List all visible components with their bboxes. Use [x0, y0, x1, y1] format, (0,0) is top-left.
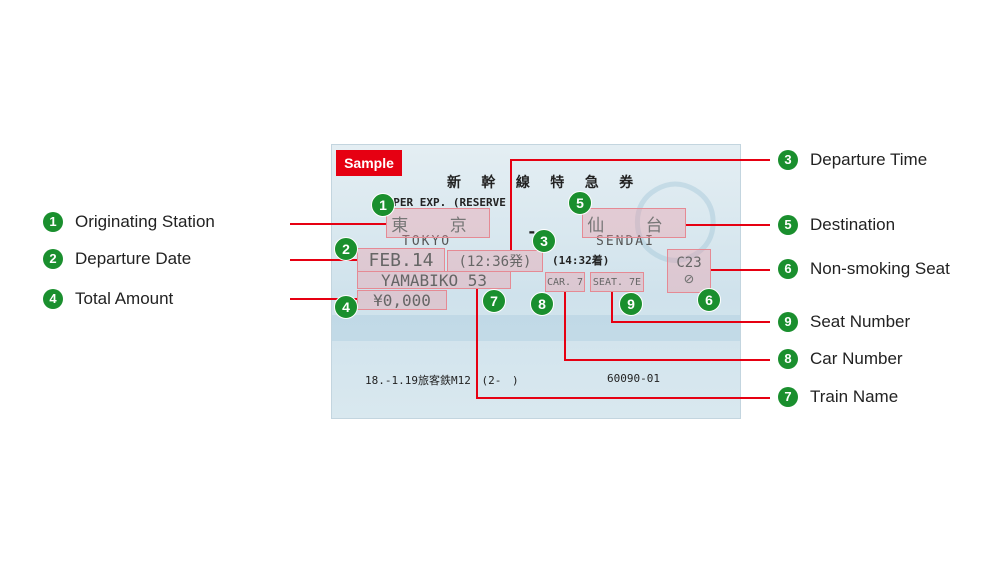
- ticket-image: ◯: [331, 144, 741, 419]
- callout-originating-station: 1 Originating Station: [43, 212, 215, 232]
- departure-time-box: (12:36発): [447, 250, 543, 272]
- line-departure-time: [510, 159, 770, 250]
- arrival-time: (14:32着): [552, 254, 610, 267]
- sample-badge: Sample: [336, 150, 402, 176]
- label-departure-time: Departure Time: [810, 150, 928, 169]
- badge-8-on-ticket: 8: [530, 292, 554, 316]
- car-number-box: CAR. 7: [545, 272, 585, 292]
- route-dash: -: [527, 222, 537, 241]
- badge-2-on-ticket: 2: [334, 237, 358, 261]
- badge-3-on-ticket: 3: [532, 229, 556, 253]
- badge-1-on-ticket: 1: [371, 193, 395, 217]
- label-total-amount: Total Amount: [75, 289, 174, 308]
- badge-9: 9: [778, 312, 798, 332]
- train-name-box: YAMABIKO 53: [357, 271, 511, 290]
- badge-5: 5: [778, 215, 798, 235]
- line-seat-number: [611, 292, 770, 323]
- callout-departure-date: 2 Departure Date: [43, 249, 191, 269]
- badge-4-on-ticket: 4: [334, 295, 358, 319]
- label-car-number: Car Number: [810, 349, 903, 368]
- badge-7-on-ticket: 7: [482, 289, 506, 313]
- badge-1: 1: [43, 212, 63, 232]
- badge-5-on-ticket: 5: [568, 191, 592, 215]
- seat-number-box: SEAT. 7E: [590, 272, 644, 292]
- ticket-title: 新 幹 線 特 急 券: [447, 175, 640, 191]
- origin-station-box: 東 京: [386, 208, 490, 238]
- badge-3: 3: [778, 150, 798, 170]
- label-train-name: Train Name: [810, 387, 899, 406]
- line-train-name: [476, 289, 770, 399]
- ticket-super-exp: SUPER EXP. (RESERVE: [380, 196, 506, 209]
- callout-departure-time: 3 Departure Time: [778, 150, 927, 170]
- label-originating-station: Originating Station: [75, 212, 215, 231]
- badge-9-on-ticket: 9: [619, 292, 643, 316]
- callout-destination: 5 Destination: [778, 215, 895, 235]
- callout-non-smoking-seat: 6 Non-smoking Seat: [778, 259, 950, 279]
- badge-6-on-ticket: 6: [697, 288, 721, 312]
- ticket-footer-right: 60090-01: [607, 372, 660, 385]
- badge-6: 6: [778, 259, 798, 279]
- no-smoking-icon: ⊘: [684, 269, 694, 288]
- label-destination: Destination: [810, 215, 896, 234]
- destination-box: 仙 台: [582, 208, 686, 238]
- label-seat-number: Seat Number: [810, 312, 911, 331]
- badge-8: 8: [778, 349, 798, 369]
- ticket-band: [332, 315, 740, 341]
- callout-seat-number: 9 Seat Number: [778, 312, 910, 332]
- callout-total-amount: 4 Total Amount: [43, 289, 173, 309]
- total-amount-box: ¥0,000: [357, 290, 447, 310]
- callout-train-name: 7 Train Name: [778, 387, 898, 407]
- label-non-smoking-seat: Non-smoking Seat: [810, 259, 950, 278]
- badge-7: 7: [778, 387, 798, 407]
- ticket-footer-left: 18.-1.19旅客鉄M12 (2- ): [365, 374, 519, 387]
- departure-date-box: FEB.14: [357, 248, 445, 272]
- non-smoking-box: C23 ⊘: [667, 249, 711, 293]
- badge-4: 4: [43, 289, 63, 309]
- ticket-watermark-shape: ◯: [630, 169, 720, 262]
- non-smoking-code: C23: [676, 255, 702, 271]
- badge-2: 2: [43, 249, 63, 269]
- label-departure-date: Departure Date: [75, 249, 192, 268]
- line-car-number: [564, 292, 770, 361]
- callout-car-number: 8 Car Number: [778, 349, 903, 369]
